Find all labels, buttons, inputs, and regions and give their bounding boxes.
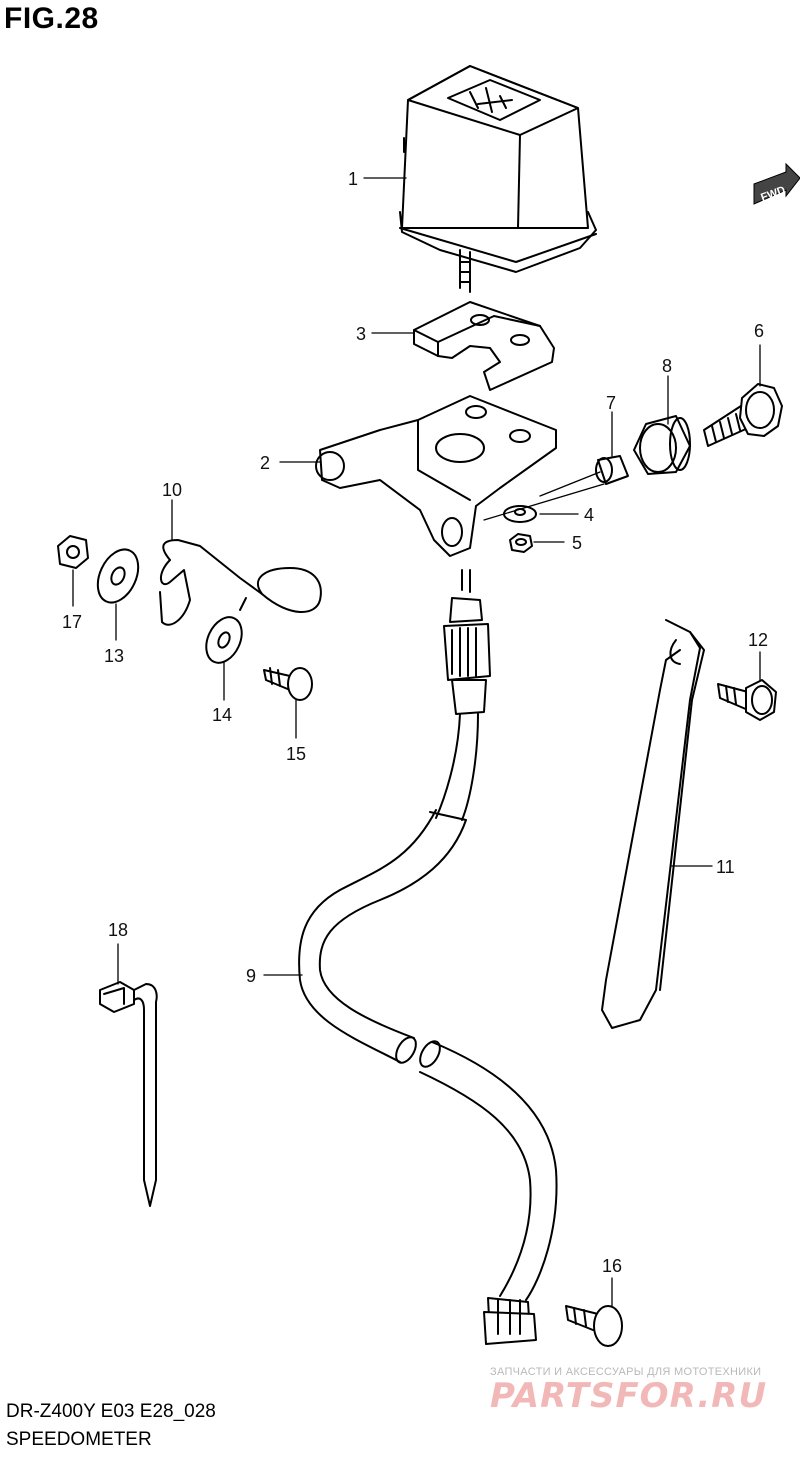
callout-11: 11 — [716, 857, 735, 877]
cable-guide-11 — [601, 619, 705, 1029]
leader-lines — [72, 177, 761, 1307]
callout-1: 1 — [348, 169, 358, 189]
screw-15 — [263, 667, 313, 701]
washer-14 — [205, 616, 243, 664]
bolt-12 — [717, 679, 777, 721]
mounting-plate — [413, 301, 555, 391]
callout-6: 6 — [754, 321, 764, 341]
washer-13 — [96, 548, 140, 604]
callout-12: 12 — [748, 630, 768, 650]
callout-2: 2 — [260, 453, 270, 473]
callout-18: 18 — [108, 920, 128, 940]
wire-clip-10 — [159, 539, 322, 626]
callout-5: 5 — [572, 533, 582, 553]
bolt-6 — [703, 383, 783, 447]
figure-title: FIG.28 — [4, 2, 99, 35]
callout-14: 14 — [212, 705, 232, 725]
model-code: DR-Z400Y E03 E28_028 — [6, 1401, 216, 1422]
fwd-arrow-badge: FWD — [753, 162, 800, 205]
callout-numbers: 1 2 3 4 5 6 7 8 9 10 11 12 13 14 15 16 1… — [62, 169, 768, 1276]
callout-4: 4 — [584, 505, 594, 525]
watermark-tagline: ЗАПЧАСТИ И АКСЕССУАРЫ ДЛЯ МОТОТЕХНИКИ — [490, 1366, 762, 1378]
callout-10: 10 — [162, 480, 182, 500]
bracket — [315, 395, 557, 557]
callout-7: 7 — [606, 393, 616, 413]
callout-15: 15 — [286, 744, 306, 764]
callout-3: 3 — [356, 324, 366, 344]
callout-13: 13 — [104, 646, 124, 666]
callout-17: 17 — [62, 612, 82, 632]
diagram-caption: SPEEDOMETER — [6, 1429, 152, 1450]
speedometer-body — [399, 65, 597, 293]
grommet-8 — [633, 415, 691, 475]
washer-4 — [503, 505, 537, 523]
screw-16 — [565, 1305, 623, 1347]
collar-7 — [595, 455, 629, 485]
callout-8: 8 — [662, 356, 672, 376]
speedometer-cable-9 — [298, 569, 558, 1345]
cable-tie-18 — [99, 981, 158, 1207]
callout-16: 16 — [602, 1256, 622, 1276]
nut-5 — [509, 533, 533, 553]
nut-17 — [57, 535, 89, 569]
watermark-logo: PARTSFOR.RU — [490, 1376, 768, 1416]
callout-9: 9 — [246, 966, 256, 986]
